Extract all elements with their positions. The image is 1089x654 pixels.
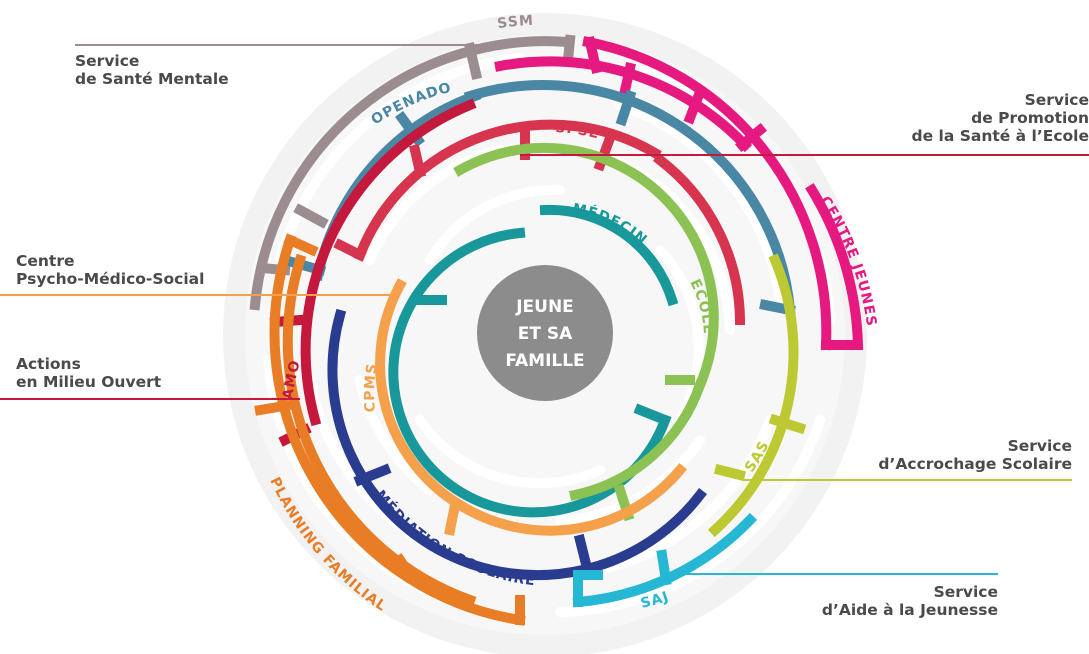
leader-amo <box>0 398 300 400</box>
leader-sas <box>742 479 1072 481</box>
center-line-1: JEUNE <box>515 297 574 317</box>
callout-saj-line-2: d’Aide à la Jeunesse <box>821 601 998 619</box>
callout-saj: Service d’Aide à la Jeunesse <box>822 583 998 619</box>
callout-sas-line-1: Service <box>1007 437 1072 455</box>
center-line-2: ET SA <box>518 324 573 344</box>
ring-mediation <box>327 308 708 581</box>
callout-spse-line-3: de la Santé à l’Ecole <box>911 127 1089 145</box>
callout-spse: Service de Promotion de la Santé à l’Eco… <box>912 91 1089 145</box>
ring-label-amo: AMO <box>280 358 304 401</box>
callout-sas-line-2: d’Accrochage Scolaire <box>878 455 1072 473</box>
callout-cpms-line-2: Psycho-Médico-Social <box>16 270 205 288</box>
callout-amo: Actions en Milieu Ouvert <box>16 355 161 391</box>
ring-label-cpms: CPMS <box>362 362 381 413</box>
leader-saj <box>668 573 998 575</box>
callout-ssm-line-1: Service <box>75 52 140 70</box>
callout-sas: Service d’Accrochage Scolaire <box>878 437 1072 473</box>
leader-spse <box>520 154 1089 156</box>
center-line-3: FAMILLE <box>505 351 584 371</box>
callout-ssm-line-2: de Santé Mentale <box>75 70 229 88</box>
ring-centre-jeunes <box>494 36 864 351</box>
leader-cpms <box>0 294 400 296</box>
ring-saj <box>572 512 758 608</box>
callout-saj-line-1: Service <box>933 583 998 601</box>
callout-cpms: Centre Psycho-Médico-Social <box>16 252 204 288</box>
ring-sas <box>707 253 807 538</box>
callout-spse-line-2: de Promotion <box>971 109 1089 127</box>
center-circle <box>477 265 613 401</box>
ring-label-ssm: SSM <box>496 13 534 32</box>
callout-spse-line-1: Service <box>1024 91 1089 109</box>
ring-cpms <box>375 278 688 536</box>
ring-openado <box>285 80 796 316</box>
ring-spse <box>333 119 746 326</box>
callout-ssm: Service de Santé Mentale <box>75 52 229 88</box>
callout-amo-line-1: Actions <box>16 355 81 373</box>
callout-cpms-line-1: Centre <box>16 252 75 270</box>
ring-medecin <box>388 204 679 518</box>
leader-ssm <box>75 44 565 46</box>
ring-planning-familial <box>254 233 526 626</box>
callout-amo-line-2: en Milieu Ouvert <box>16 373 162 391</box>
